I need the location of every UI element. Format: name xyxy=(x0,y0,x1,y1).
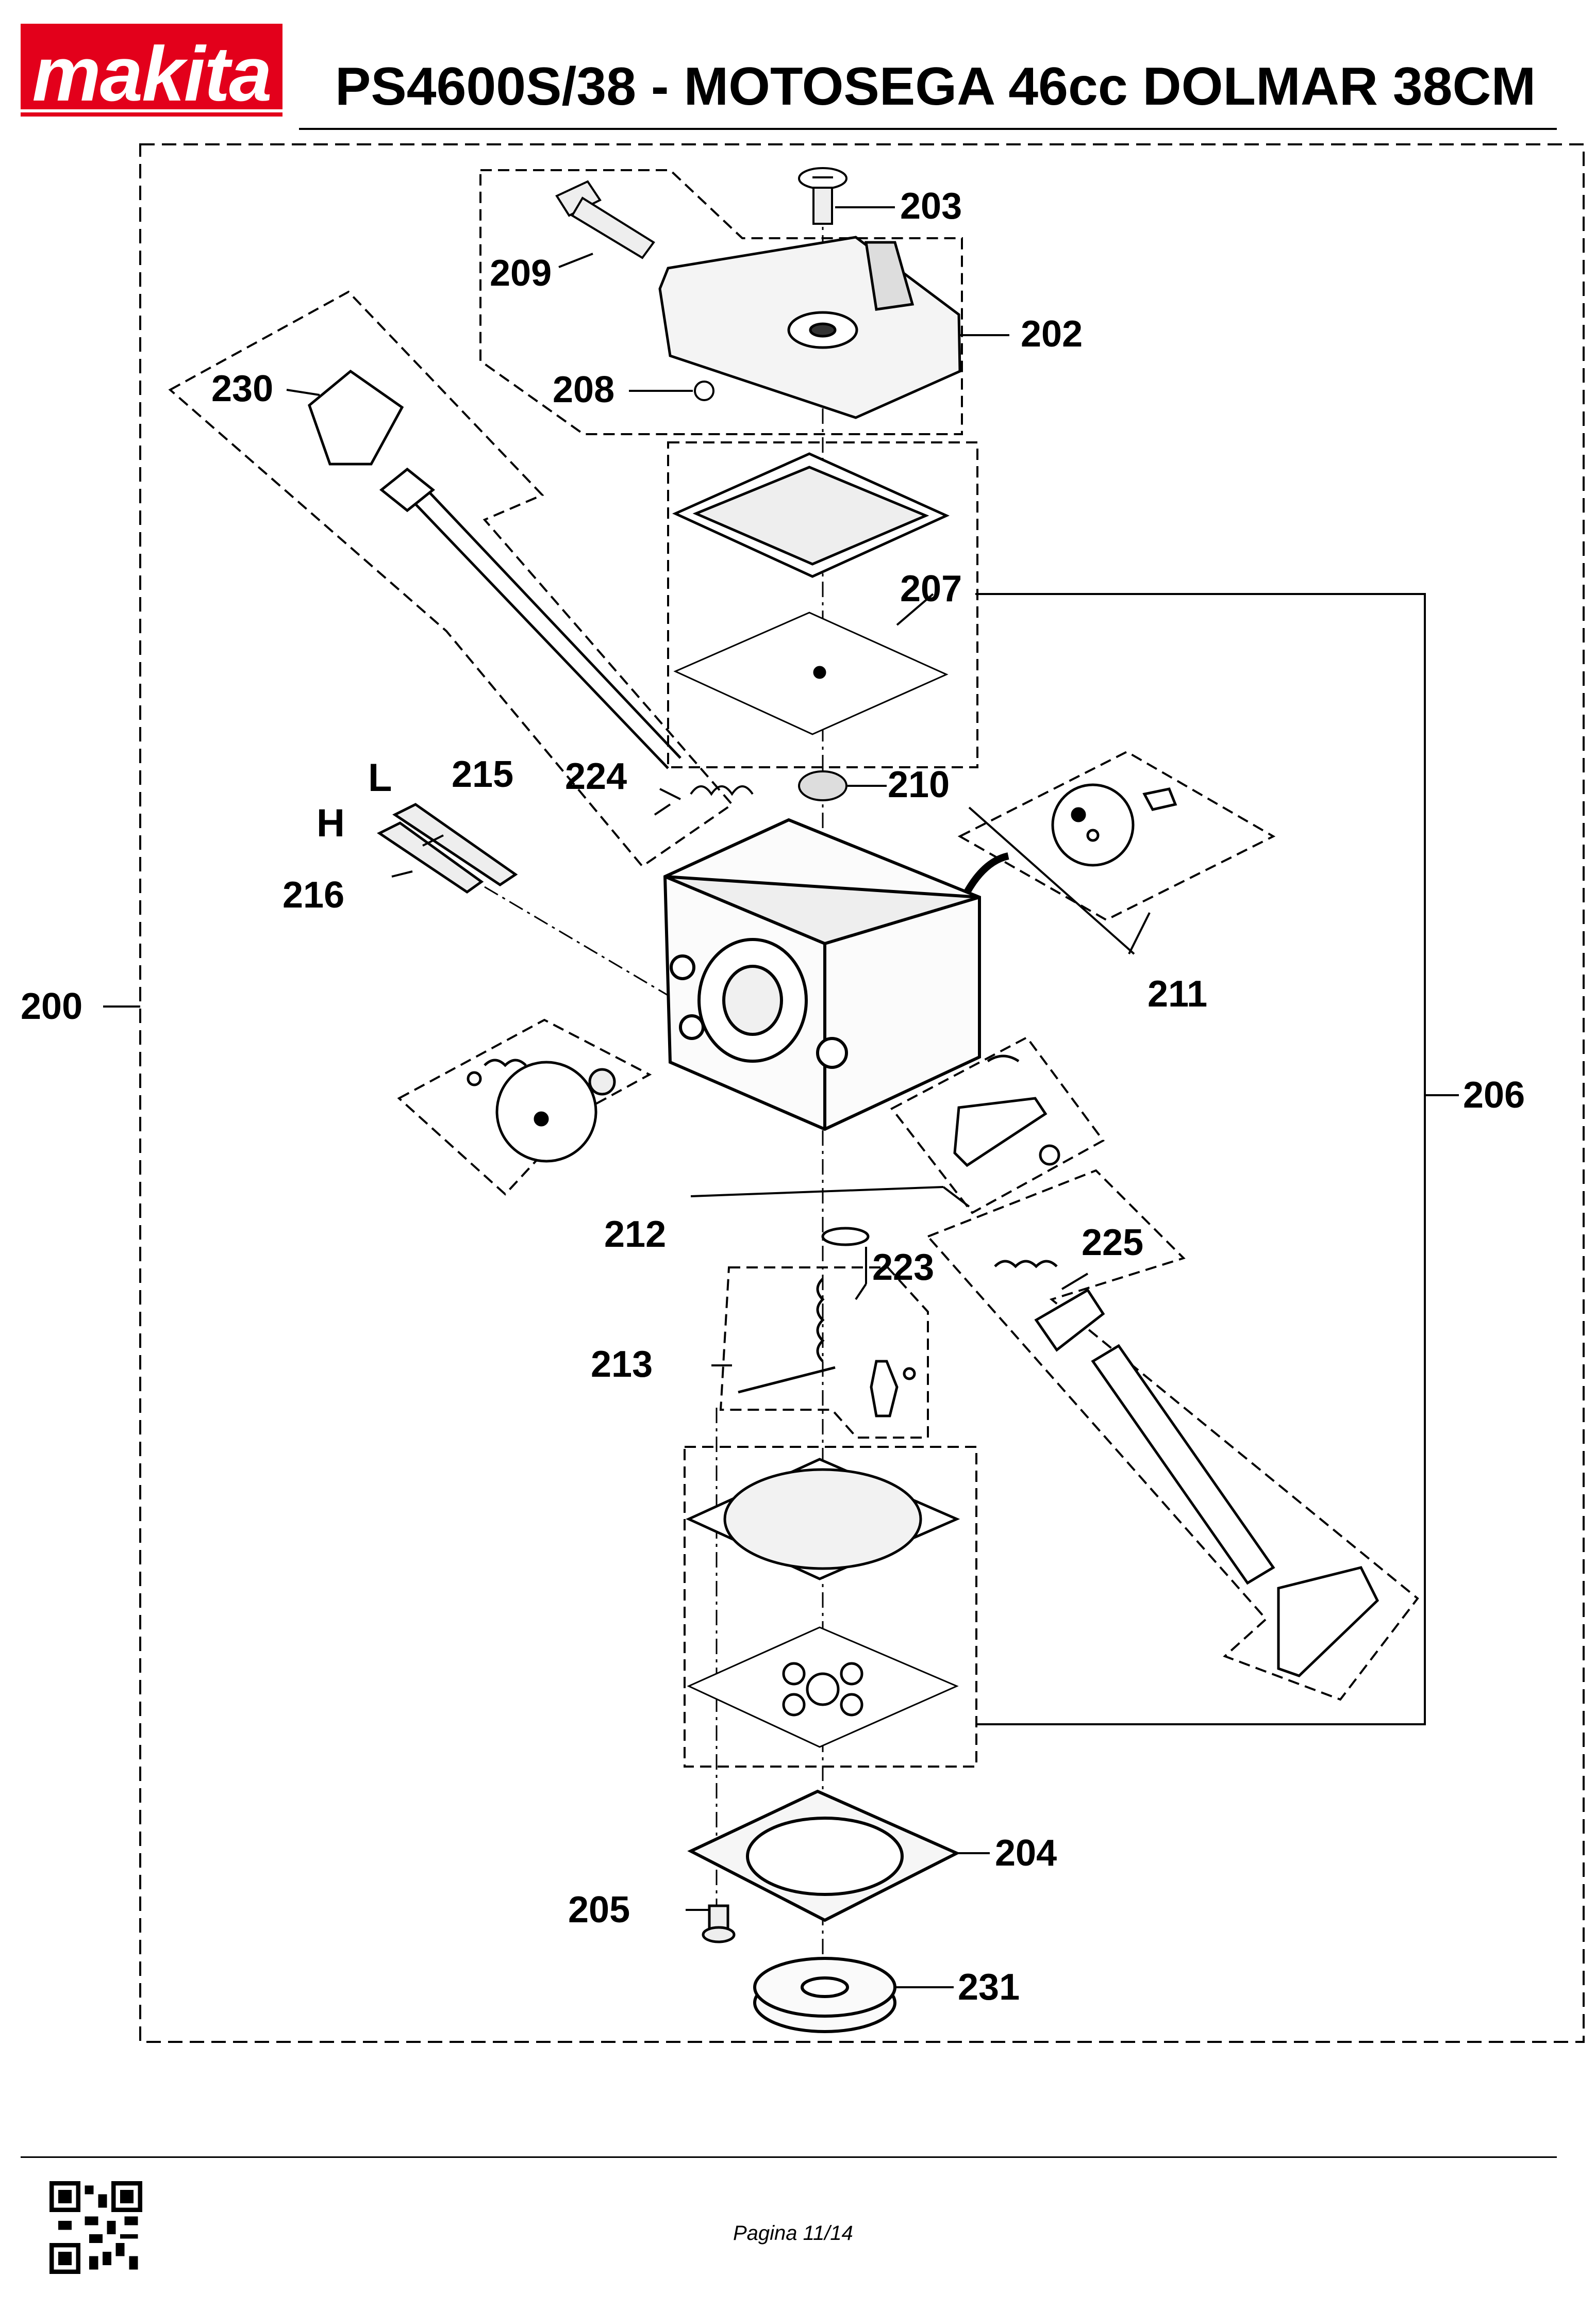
spring-224 xyxy=(654,785,754,816)
callout-216: 216 xyxy=(282,875,344,916)
bracket-206 xyxy=(975,593,1426,1725)
disc-231 xyxy=(753,1957,896,2033)
cover-202 xyxy=(658,236,961,419)
letter-L: L xyxy=(368,756,392,800)
clip-right xyxy=(953,1054,1060,1167)
needles-215-216 xyxy=(377,803,518,894)
shaft-225 xyxy=(994,1260,1379,1677)
group-211 xyxy=(957,750,1276,921)
letter-H: H xyxy=(317,801,345,845)
callout-204: 204 xyxy=(995,1833,1057,1874)
makita-logo: makita xyxy=(21,24,282,117)
callout-200: 200 xyxy=(21,986,82,1027)
assembly-frame-200 xyxy=(139,143,1585,2043)
page-number: Pagina 11/14 xyxy=(733,2222,853,2245)
plate-211 xyxy=(1051,783,1177,867)
ball-208 xyxy=(694,381,714,401)
screw-209 xyxy=(555,180,655,259)
callout-210: 210 xyxy=(888,764,950,805)
callout-231: 231 xyxy=(958,1967,1020,2008)
carburetor-body xyxy=(663,818,1009,1131)
callout-208: 208 xyxy=(553,369,614,410)
logo-wordmark: makita xyxy=(32,30,272,117)
screen-210 xyxy=(798,770,847,801)
group-lower-gaskets xyxy=(684,1446,977,1768)
cover-204 xyxy=(687,1789,960,1922)
callout-labels: 203 209 202 230 208 207 215 224 210 216 … xyxy=(21,186,1525,2008)
callout-206: 206 xyxy=(1463,1075,1525,1116)
callout-223: 223 xyxy=(872,1247,934,1288)
group-213 xyxy=(719,1266,929,1439)
callout-212: 212 xyxy=(604,1214,666,1255)
callout-230: 230 xyxy=(211,368,273,409)
group-230 xyxy=(168,290,734,868)
callout-205: 205 xyxy=(568,1889,630,1931)
callout-215: 215 xyxy=(452,754,513,795)
footer-rule xyxy=(21,2156,1557,2158)
callout-209: 209 xyxy=(490,253,552,294)
callout-207: 207 xyxy=(900,568,962,609)
callout-211: 211 xyxy=(1148,974,1207,1015)
page-title: PS4600S/38 - MOTOSEGA 46cc DOLMAR 38CM xyxy=(335,57,1536,117)
screw-205 xyxy=(702,1904,736,1943)
callout-224: 224 xyxy=(565,756,627,797)
lower-gaskets xyxy=(685,1458,960,1748)
leader-lines xyxy=(286,206,1151,1988)
logo-underline xyxy=(21,109,282,112)
gasket-207 xyxy=(672,452,950,735)
group-225 xyxy=(926,1169,1419,1701)
shaft-230 xyxy=(308,369,681,769)
qr-code-icon xyxy=(49,2181,142,2274)
callout-213: 213 xyxy=(591,1344,653,1385)
callout-225: 225 xyxy=(1082,1222,1143,1263)
group-212 xyxy=(397,1018,652,1196)
header-rule xyxy=(299,128,1557,130)
callout-203: 203 xyxy=(900,186,962,227)
screw-203 xyxy=(798,167,847,225)
callout-202: 202 xyxy=(1021,314,1083,355)
group-right-clip xyxy=(890,1036,1105,1214)
plate-212 xyxy=(467,1059,616,1163)
needle-valve-213 xyxy=(738,1227,916,1417)
